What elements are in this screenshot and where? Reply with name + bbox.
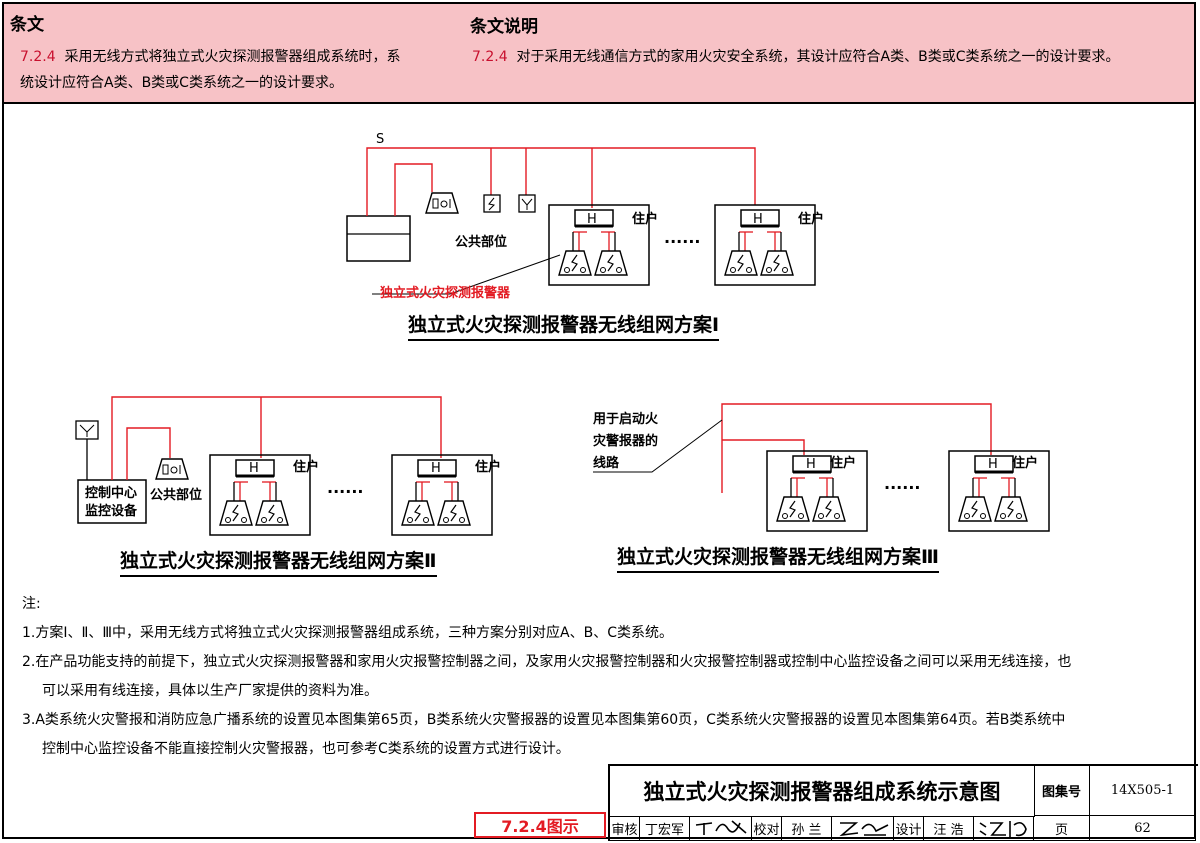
resident-label: 住户 bbox=[830, 456, 857, 471]
drawing-title: 独立式火灾探测报警器组成系统示意图 bbox=[610, 766, 1035, 817]
page-number: 62 bbox=[1090, 816, 1196, 841]
wire-s-label: S bbox=[376, 132, 385, 147]
alarm-icon bbox=[155, 458, 189, 480]
clause-header bbox=[4, 4, 1194, 104]
home-controller-h: H bbox=[249, 461, 259, 476]
resident-label: 住户 bbox=[798, 212, 825, 227]
ellipsis: ······ bbox=[327, 482, 364, 501]
title-block: 独立式火灾探测报警器组成系统示意图 图集号 14X505-1 审核 丁宏军 校对… bbox=[608, 764, 1198, 841]
scheme-2-title: 独立式火灾探测报警器无线组网方案Ⅱ bbox=[120, 546, 437, 577]
review-label: 审核 bbox=[610, 816, 640, 841]
clause-title: 条文 bbox=[10, 15, 44, 35]
signature-image bbox=[979, 821, 1027, 837]
antenna-icon bbox=[518, 194, 536, 213]
check-label: 校对 bbox=[752, 816, 782, 841]
home-controller-h: H bbox=[753, 212, 763, 227]
ellipsis: ······ bbox=[664, 232, 701, 251]
checker-name: 孙 兰 bbox=[782, 816, 832, 841]
reviewer-name: 丁宏军 bbox=[640, 816, 690, 841]
atlas-number-label: 图集号 bbox=[1034, 766, 1090, 816]
start-alarm-line-2: 灾警报器的 bbox=[593, 434, 659, 449]
alarm-icon bbox=[425, 192, 459, 214]
atlas-number: 14X505-1 bbox=[1090, 766, 1196, 816]
note-2-cont: 可以采用有线连接，具体以生产厂家提供的资料为准。 bbox=[42, 683, 378, 699]
reviewer-signature bbox=[690, 816, 752, 841]
public-area-label: 公共部位 bbox=[150, 488, 203, 503]
scheme-1-title: 独立式火灾探测报警器无线组网方案Ⅰ bbox=[408, 310, 720, 341]
clause-line-2: 统设计应符合A类、B类或C类系统之一的设计要求。 bbox=[20, 75, 343, 91]
start-alarm-line-3: 线路 bbox=[593, 456, 620, 471]
scheme-3-title: 独立式火灾探测报警器无线组网方案Ⅲ bbox=[617, 542, 939, 573]
explanation-number: 7.2.4 bbox=[472, 49, 508, 65]
notes: 注: 1.方案Ⅰ、Ⅱ、Ⅲ中，采用无线方式将独立式火灾探测报警器组成系统，三种方案… bbox=[22, 590, 1182, 764]
detector-icon bbox=[483, 194, 501, 213]
detector-callout: 独立式火灾探测报警器 bbox=[380, 286, 511, 301]
home-controller-h: H bbox=[806, 457, 816, 472]
clause-number: 7.2.4 bbox=[20, 49, 56, 65]
notes-heading: 注: bbox=[22, 596, 41, 612]
signature-image bbox=[838, 822, 888, 837]
figure-tag: 7.2.4图示 bbox=[474, 812, 606, 838]
resident-label: 住户 bbox=[1012, 456, 1039, 471]
clause-text: 7.2.4 采用无线方式将独立式火灾探测报警器组成系统时，系 统设计应符合A类、… bbox=[20, 44, 460, 96]
explanation-line-1: 对于采用无线通信方式的家用火灾安全系统，其设计应符合A类、B类或C类系统之一的设… bbox=[516, 49, 1120, 65]
control-center-line-2: 监控设备 bbox=[85, 504, 138, 519]
home-controller-h: H bbox=[988, 457, 998, 472]
designer-signature bbox=[974, 816, 1034, 841]
designer-name: 汪 浩 bbox=[924, 816, 974, 841]
clause-line-1: 采用无线方式将独立式火灾探测报警器组成系统时，系 bbox=[64, 49, 401, 65]
control-center-label: 控制中心 监控设备 bbox=[85, 485, 137, 521]
page-label: 页 bbox=[1034, 816, 1090, 841]
resident-label: 住户 bbox=[293, 460, 320, 475]
ellipsis: ······ bbox=[884, 478, 921, 497]
scheme-2 bbox=[75, 396, 492, 535]
home-controller-h: H bbox=[431, 461, 441, 476]
start-alarm-line-1: 用于启动火 bbox=[593, 412, 659, 427]
design-label: 设计 bbox=[894, 816, 924, 841]
note-3: 3.A类系统火灾警报和消防应急广播系统的设置见本图集第65页，B类系统火灾警报器… bbox=[22, 712, 1066, 728]
home-controller-h: H bbox=[587, 212, 597, 227]
scheme-3 bbox=[593, 403, 1049, 531]
scheme-1 bbox=[346, 147, 815, 295]
note-3-cont: 控制中心监控设备不能直接控制火灾警报器，也可参考C类系统的设置方式进行设计。 bbox=[42, 741, 570, 757]
public-area-label: 公共部位 bbox=[455, 235, 508, 250]
resident-label: 住户 bbox=[632, 212, 659, 227]
start-alarm-line-label: 用于启动火 灾警报器的 线路 bbox=[593, 409, 658, 475]
clause-explanation-title: 条文说明 bbox=[470, 17, 538, 37]
checker-signature bbox=[832, 816, 894, 841]
signature-image bbox=[695, 820, 747, 835]
clause-explanation-text: 7.2.4 对于采用无线通信方式的家用火灾安全系统，其设计应符合A类、B类或C类… bbox=[472, 44, 1192, 70]
resident-label: 住户 bbox=[475, 460, 502, 475]
controller-box bbox=[346, 215, 411, 262]
note-1: 1.方案Ⅰ、Ⅱ、Ⅲ中，采用无线方式将独立式火灾探测报警器组成系统，三种方案分别对… bbox=[22, 625, 673, 641]
note-2: 2.在产品功能支持的前提下，独立式火灾探测报警器和家用火灾报警控制器之间，及家用… bbox=[22, 654, 1072, 670]
control-center-line-1: 控制中心 bbox=[85, 486, 138, 501]
